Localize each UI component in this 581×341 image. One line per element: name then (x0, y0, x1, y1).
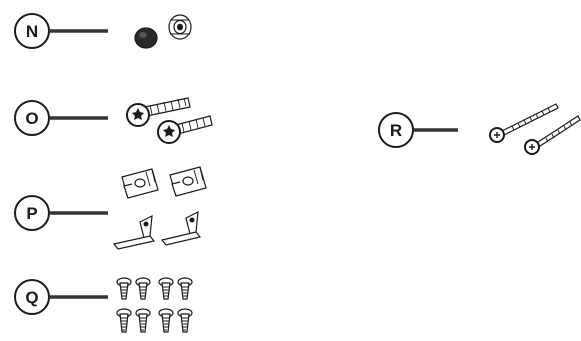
bolt-icon (127, 98, 190, 126)
capped-nut-icon (169, 15, 191, 39)
part-r: R (379, 104, 580, 154)
callout-label-p: P (26, 204, 37, 223)
long-screw-icon (525, 116, 580, 154)
screw-icon (178, 309, 192, 332)
callout-label-r: R (390, 121, 402, 140)
callout-label-o: O (25, 109, 38, 128)
bolt-icon (158, 116, 212, 143)
callout-label-q: Q (25, 288, 38, 307)
l-bracket-icon (114, 216, 154, 249)
part-p: P (15, 167, 206, 249)
screw-icon (136, 278, 150, 299)
screw-icon (159, 309, 173, 332)
l-bracket-icon (162, 212, 200, 245)
screw-icon (117, 309, 131, 332)
part-q: Q (15, 278, 192, 332)
part-o: O (15, 98, 212, 143)
callout-label-n: N (26, 22, 38, 41)
bracket-clip-icon (122, 169, 158, 198)
part-n: N (15, 14, 191, 48)
screw-icon (117, 278, 131, 299)
bracket-clip-icon (170, 167, 206, 196)
screw-icon (136, 309, 150, 332)
screw-icon (159, 278, 173, 299)
cap-icon (135, 28, 157, 48)
screw-icon (178, 278, 192, 299)
